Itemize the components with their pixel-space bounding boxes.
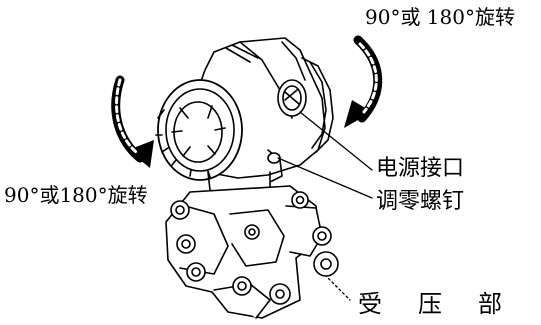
electrical-port — [277, 79, 307, 117]
leader-lines — [277, 111, 373, 301]
curved-arrow-icon — [344, 35, 383, 128]
front-cover — [155, 79, 243, 181]
capsule-char-3: 部 — [478, 290, 502, 318]
rotation-label-top: 90°或 180°旋转 — [365, 5, 515, 29]
capsule-char-2: 压 — [418, 290, 442, 318]
flange-bolts — [170, 191, 339, 305]
rotation-label-left: 90°或180°旋转 — [4, 183, 148, 207]
rear-cover — [301, 57, 334, 153]
curved-arrow-icon — [111, 75, 154, 168]
capsule-char-1: 受 — [358, 290, 382, 318]
pressure-capsule-label: 受压部 — [358, 292, 502, 316]
power-port-label: 电源接口 — [376, 156, 465, 181]
zero-screw-label: 调零螺钉 — [376, 189, 465, 214]
